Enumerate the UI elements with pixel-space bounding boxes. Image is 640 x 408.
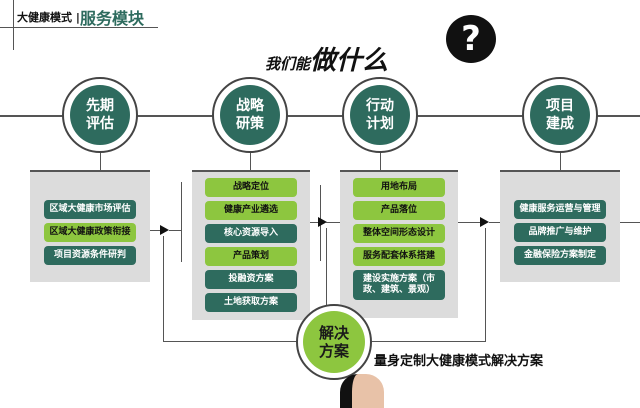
stage-box: 健康服务运营与管理品牌推广与维护金融保险方案制定 (500, 170, 620, 282)
service-item: 战略定位 (205, 178, 297, 197)
service-item: 金融保险方案制定 (514, 246, 606, 265)
headline-prefix: 我们能 (265, 55, 311, 73)
connector-line (310, 222, 318, 223)
service-item: 健康产业遴选 (205, 201, 297, 220)
header-rule (0, 27, 158, 28)
stage-connector (380, 150, 381, 170)
service-item: 建设实施方案（市政、建筑、景观） (353, 270, 445, 300)
service-item: 整体空间形态设计 (353, 224, 445, 243)
solution-label: 解决 (318, 324, 349, 342)
connector-line (458, 222, 480, 223)
service-item: 项目资源条件研判 (44, 246, 136, 265)
stage-label: 战略 (236, 98, 264, 114)
stage-label: 研策 (236, 116, 264, 132)
service-item: 土地获取方案 (205, 293, 297, 312)
stage-label: 行动 (366, 98, 394, 114)
hand-image (340, 374, 384, 408)
stage-label: 建成 (546, 116, 574, 132)
stage-box: 用地布局产品落位整体空间形态设计服务配套体系搭建建设实施方案（市政、建筑、景观） (340, 170, 458, 318)
timeline (0, 115, 640, 117)
service-item: 产品策划 (205, 247, 297, 266)
header-vrule (13, 0, 14, 50)
arrow-icon (160, 225, 169, 235)
page-title: 服务模块 (80, 9, 145, 28)
service-item: 品牌推广与维护 (514, 223, 606, 242)
connector-line (326, 228, 327, 342)
stage-label: 项目 (546, 98, 574, 114)
connector-line (169, 230, 181, 231)
service-item: 核心资源导入 (205, 224, 297, 243)
headline-emphasis: 做什么 (310, 46, 389, 76)
service-item: 区域大健康政策衔接 (44, 223, 136, 242)
connector-line (326, 222, 340, 223)
connector-line (485, 228, 486, 342)
stage-circle: 先期评估 (62, 77, 138, 153)
question-bubble-icon: ? (446, 15, 496, 63)
service-item: 区域大健康市场评估 (44, 200, 136, 219)
connector-line (163, 236, 164, 342)
header-section: 大健康模式 | (17, 11, 80, 24)
stage-label: 评估 (86, 116, 114, 132)
stage-connector (560, 150, 561, 170)
connector-line (620, 222, 640, 223)
service-item: 投融资方案 (205, 270, 297, 289)
service-item: 产品落位 (353, 201, 445, 220)
solution-caption: 量身定制大健康模式解决方案 (374, 354, 544, 369)
stage-label: 先期 (86, 98, 114, 114)
stage-label: 计划 (366, 116, 394, 132)
headline: 我们能做什么 (265, 40, 388, 77)
stage-circle: 项目建成 (522, 77, 598, 153)
solution-label: 方案 (318, 342, 349, 360)
stage-connector (250, 150, 251, 170)
service-item: 服务配套体系搭建 (353, 247, 445, 266)
connector-line (150, 230, 162, 231)
arrow-icon (318, 217, 327, 227)
stage-circle: 行动计划 (342, 77, 418, 153)
solution-circle: 解决 方案 (296, 304, 372, 380)
connector-line (489, 222, 500, 223)
arrow-icon (480, 217, 489, 227)
stage-box: 区域大健康市场评估区域大健康政策衔接项目资源条件研判 (30, 170, 150, 282)
connector-line (181, 182, 182, 262)
stage-box: 战略定位健康产业遴选核心资源导入产品策划投融资方案土地获取方案 (192, 170, 310, 320)
service-item: 用地布局 (353, 178, 445, 197)
service-item: 健康服务运营与管理 (514, 200, 606, 219)
stage-connector (100, 150, 101, 170)
stage-circle: 战略研策 (212, 77, 288, 153)
